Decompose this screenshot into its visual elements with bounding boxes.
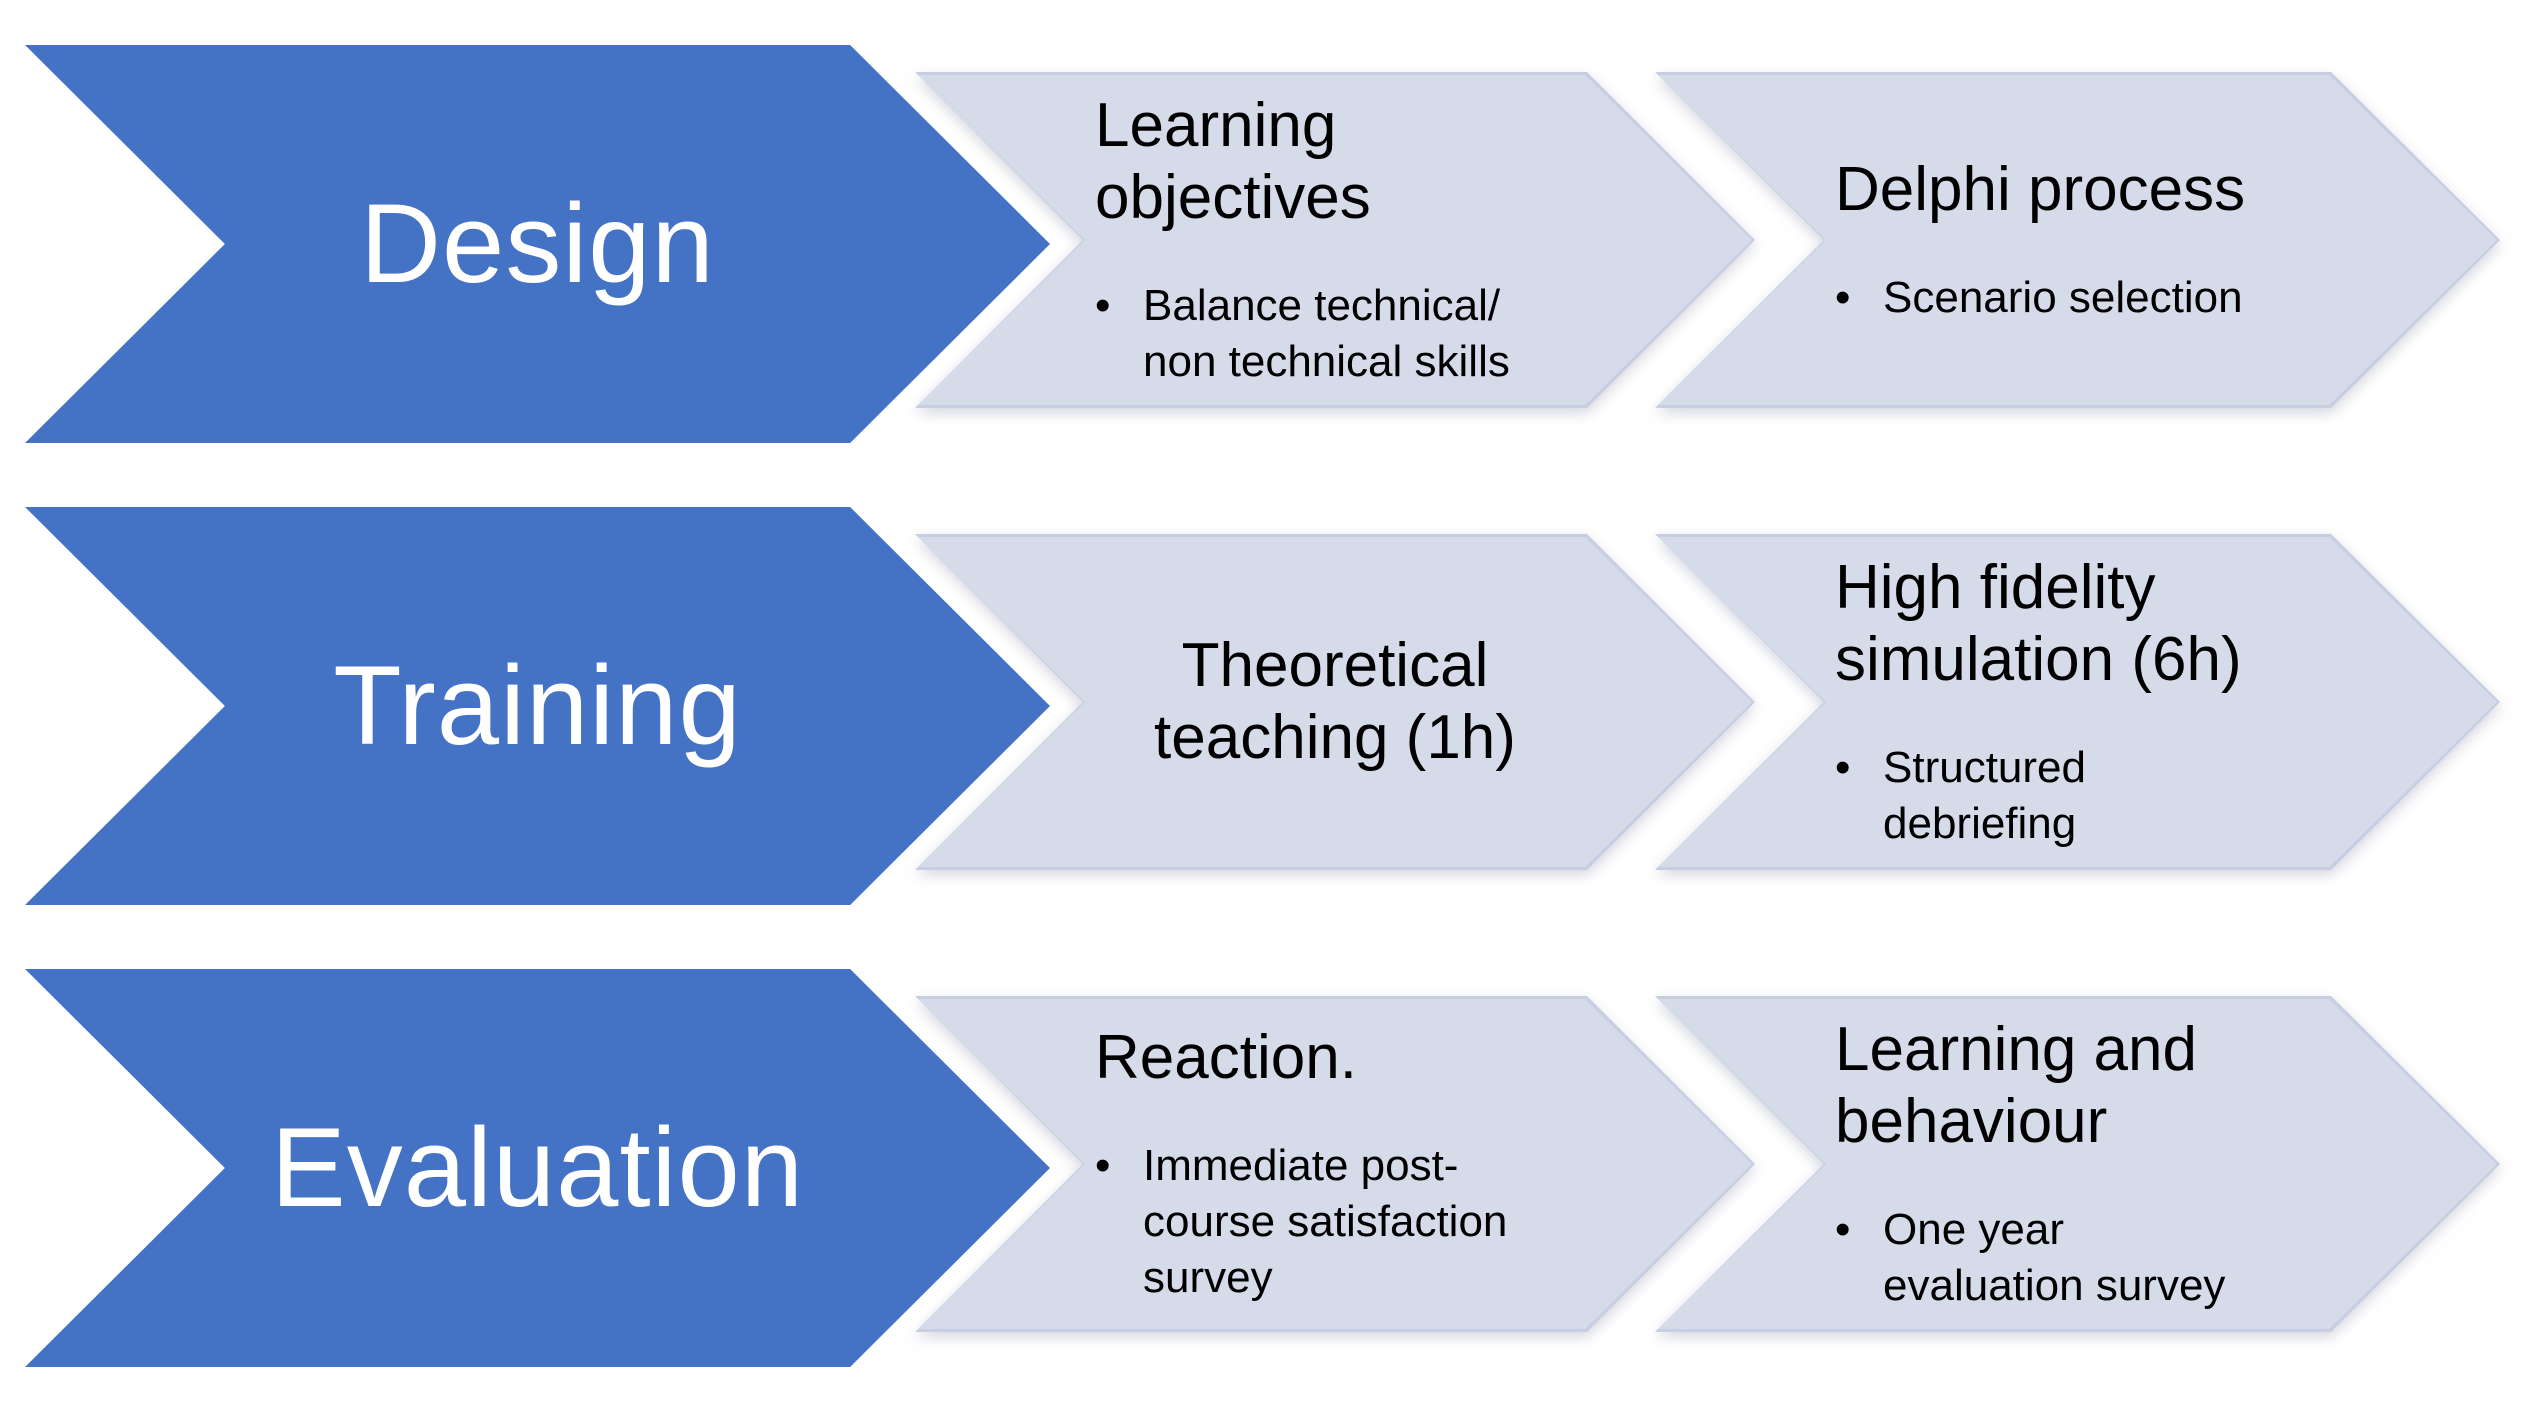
bullet-item: • One year evaluation survey <box>1835 1202 2340 1314</box>
stage-label: Design <box>360 181 715 307</box>
step-chevron-learning-and-behaviour: Learning and behaviour • One year evalua… <box>1655 996 2500 1332</box>
bullet-dot: • <box>1835 1205 1851 1254</box>
stage-label: Evaluation <box>270 1105 805 1231</box>
bullet-item: • Structured debriefing <box>1835 740 2340 852</box>
step-heading: Learning objectives <box>1095 91 1371 232</box>
bullet-list: • One year evaluation survey <box>1835 1202 2340 1314</box>
bullet-text: Scenario selection <box>1883 273 2243 322</box>
step-text: Theoretical teaching (1h) <box>915 534 1755 870</box>
step-heading: Learning and behaviour <box>1835 1015 2197 1156</box>
step-chevron-high-fidelity-simulation: High fidelity simulation (6h) • Structur… <box>1655 534 2500 870</box>
step-heading: Theoretical teaching (1h) <box>1154 631 1516 772</box>
step-heading: Reaction. <box>1095 1023 1357 1092</box>
step-text: High fidelity simulation (6h) • Structur… <box>1655 534 2500 870</box>
step-heading: High fidelity simulation (6h) <box>1835 553 2242 694</box>
stage-arrow-training: Training <box>25 507 1050 905</box>
bullet-text: One year evaluation survey <box>1883 1205 2226 1310</box>
stage-arrow-design: Design <box>25 45 1050 443</box>
bullet-list: • Balance technical/ non technical skill… <box>1095 278 1595 390</box>
bullet-dot: • <box>1835 273 1851 322</box>
bullet-list: • Immediate post- course satisfaction su… <box>1095 1138 1595 1306</box>
bullet-list: • Scenario selection <box>1835 270 2340 326</box>
bullet-dot: • <box>1095 1141 1111 1190</box>
step-chevron-reaction: Reaction. • Immediate post- course satis… <box>915 996 1755 1332</box>
stage-arrow-evaluation: Evaluation <box>25 969 1050 1367</box>
process-row-training: Training <box>25 507 1050 905</box>
bullet-dot: • <box>1835 743 1851 792</box>
stage-label: Training <box>333 643 742 769</box>
step-text: Reaction. • Immediate post- course satis… <box>915 996 1755 1332</box>
step-chevron-theoretical-teaching: Theoretical teaching (1h) <box>915 534 1755 870</box>
bullet-item: • Immediate post- course satisfaction su… <box>1095 1138 1595 1306</box>
bullet-item: • Scenario selection <box>1835 270 2340 326</box>
bullet-list: • Structured debriefing <box>1835 740 2340 852</box>
process-row-design: Design <box>25 45 1050 443</box>
process-row-evaluation: Evaluation <box>25 969 1050 1367</box>
step-heading: Delphi process <box>1835 155 2246 224</box>
bullet-text: Structured debriefing <box>1883 743 2086 848</box>
step-chevron-delphi-process: Delphi process • Scenario selection <box>1655 72 2500 408</box>
bullet-item: • Balance technical/ non technical skill… <box>1095 278 1595 390</box>
step-chevron-learning-objectives: Learning objectives • Balance technical/… <box>915 72 1755 408</box>
step-text: Delphi process • Scenario selection <box>1655 72 2500 408</box>
step-text: Learning objectives • Balance technical/… <box>915 72 1755 408</box>
bullet-text: Immediate post- course satisfaction surv… <box>1143 1141 1508 1302</box>
bullet-dot: • <box>1095 281 1111 330</box>
bullet-text: Balance technical/ non technical skills <box>1143 281 1510 386</box>
step-text: Learning and behaviour • One year evalua… <box>1655 996 2500 1332</box>
